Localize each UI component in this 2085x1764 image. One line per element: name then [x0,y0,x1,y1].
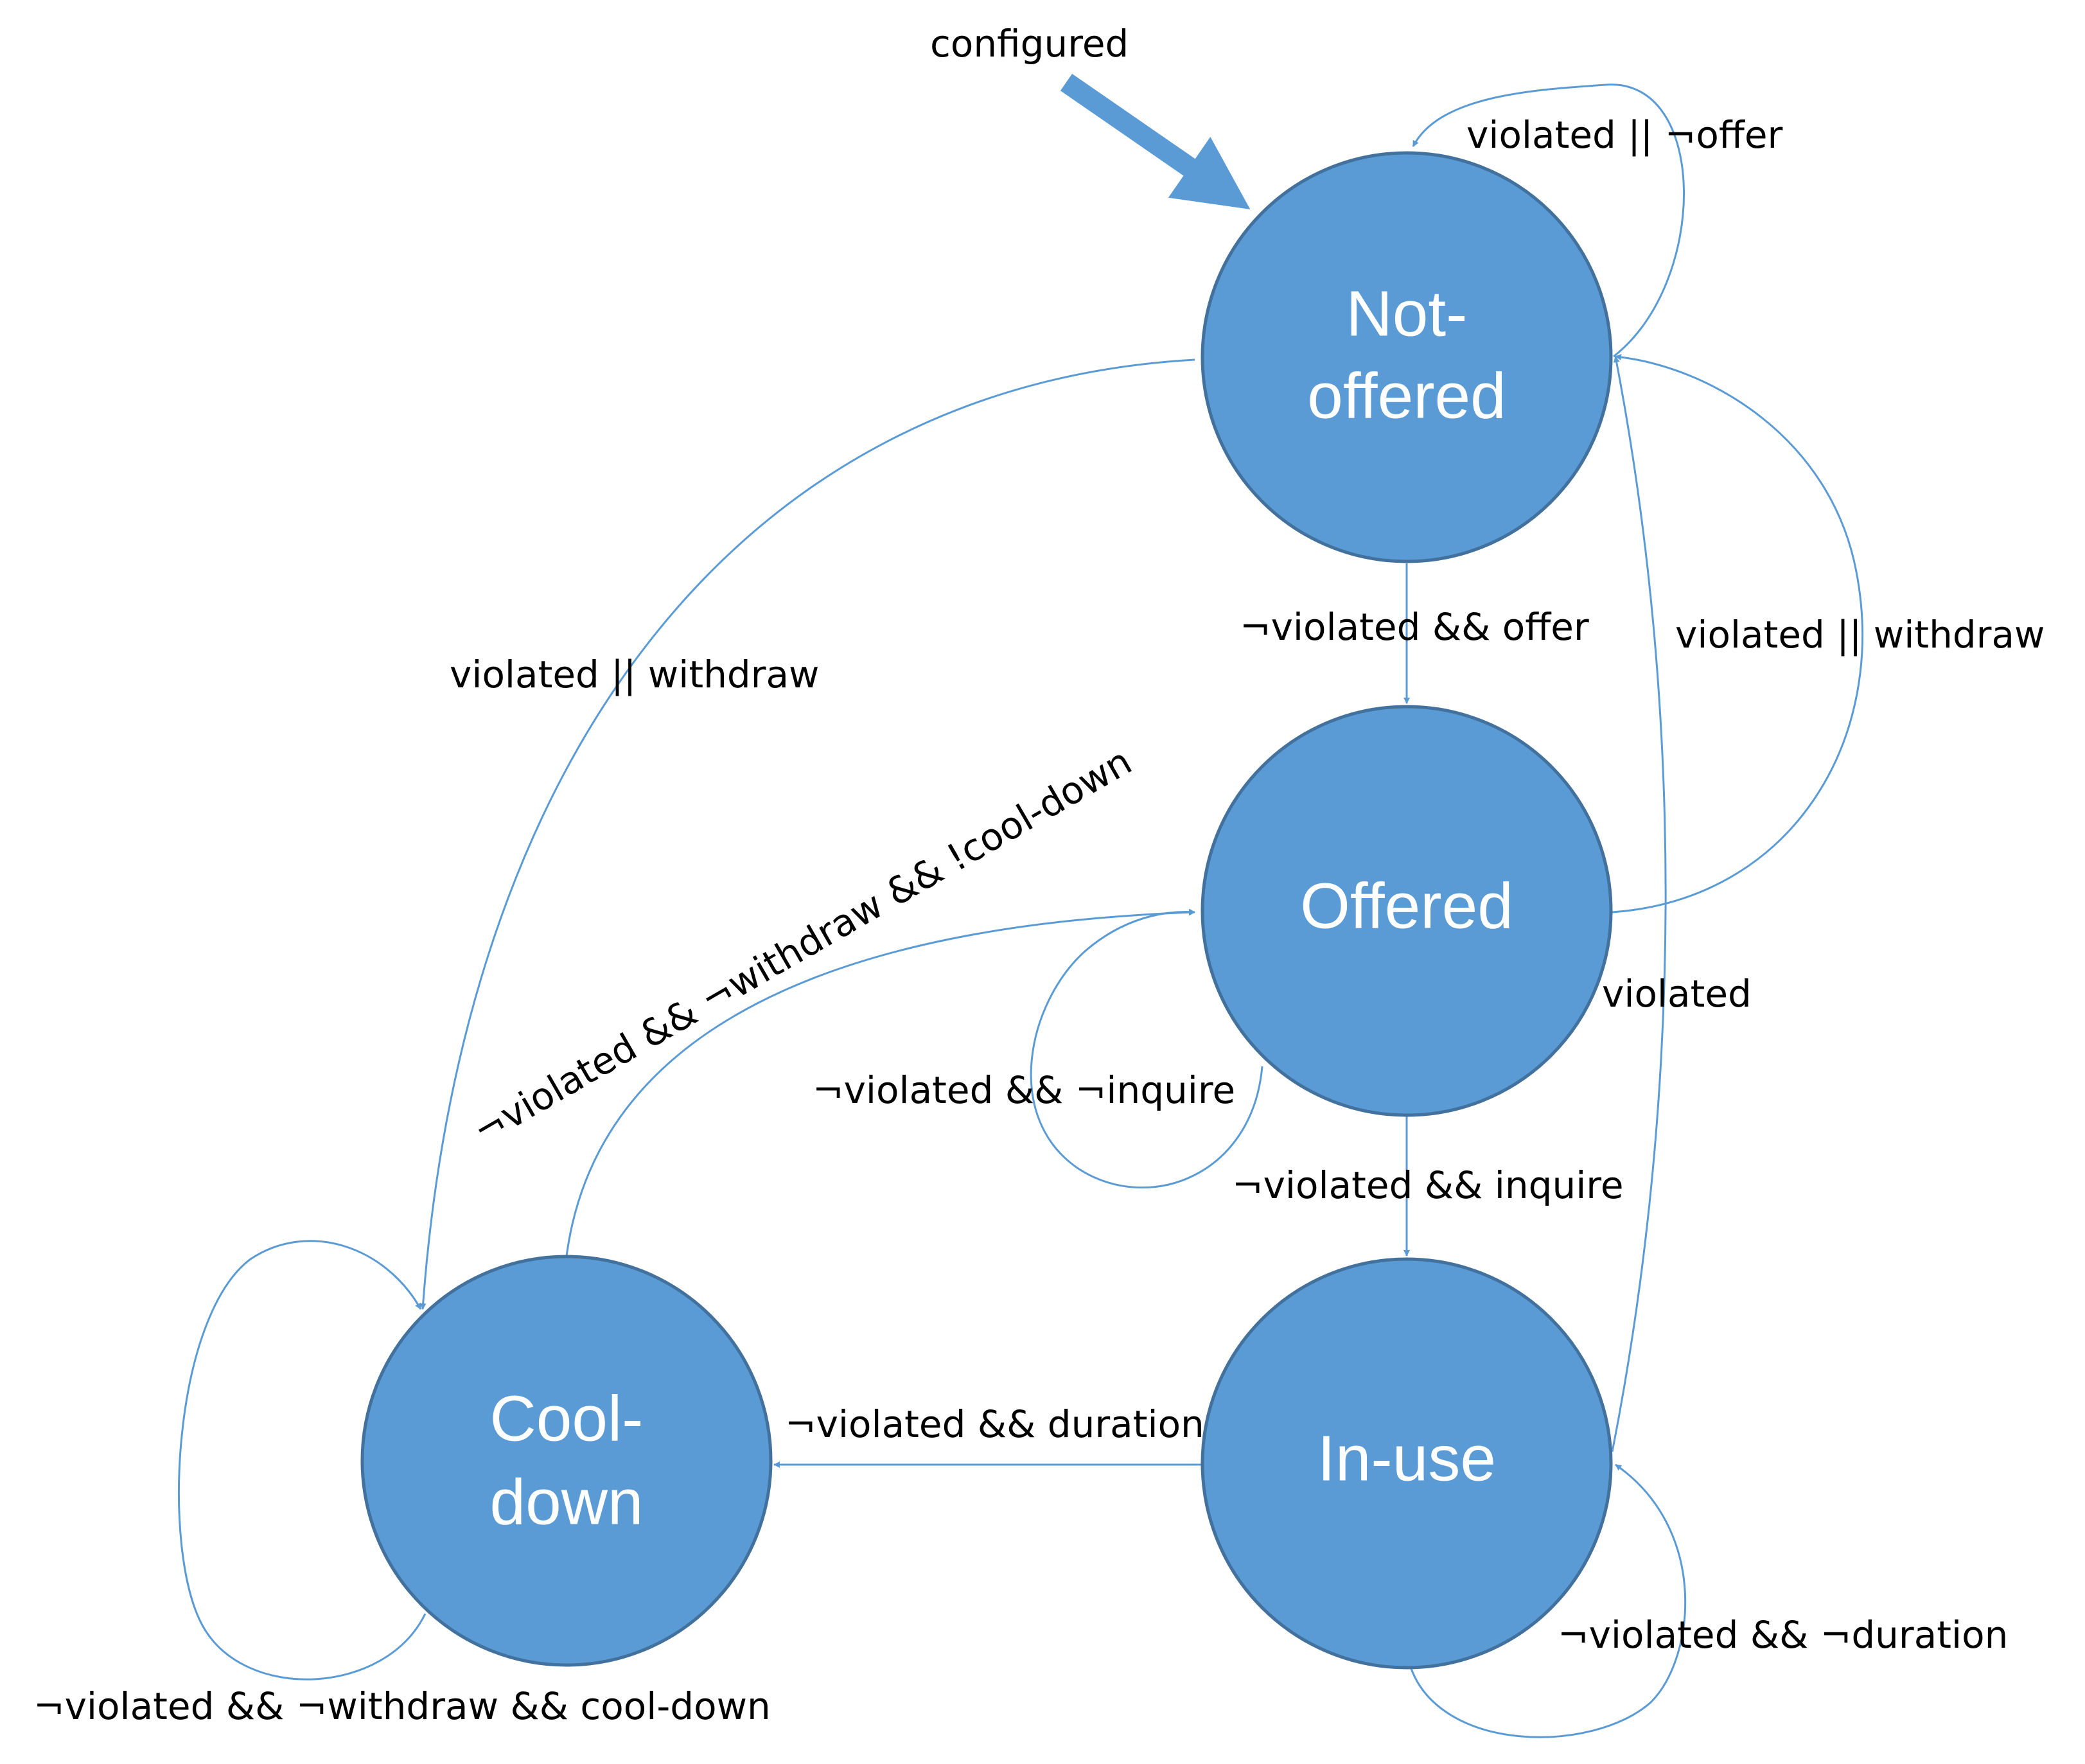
label-in-use-to-cool-down: ¬violated && duration [785,1402,1204,1446]
edge-offered-self [1030,908,1263,1189]
state-in-use-label: In-use [1317,1422,1496,1494]
state-cool-down-label-line1: Cool- [490,1382,644,1454]
state-not-offered[interactable]: Not- offered [1201,151,1613,563]
label-in-use-to-not-offered: violated [1602,972,1752,1016]
state-offered-circle [1201,705,1613,1117]
label-in-use-self: ¬violated && ¬duration [1558,1613,2008,1657]
state-not-offered-circle [1201,151,1613,563]
label-offered-self: ¬violated && ¬inquire [813,1068,1235,1112]
edge-cool-down-self [178,1240,427,1680]
state-cool-down[interactable]: Cool- down [360,1255,773,1667]
state-cool-down-circle [360,1255,773,1667]
state-cool-down-label-line2: down [489,1466,643,1538]
edge-offered-to-not-offered [1612,353,1863,913]
state-in-use-circle [1201,1257,1613,1670]
state-not-offered-label-line1: Not- [1346,278,1468,349]
label-offered-to-in-use: ¬violated && inquire [1232,1163,1624,1207]
state-in-use[interactable]: In-use [1201,1257,1613,1670]
edge-cool-down-to-not-offered [419,358,1195,1310]
state-offered[interactable]: Offered [1201,705,1613,1117]
label-not-offered-to-offered: ¬violated && offer [1240,605,1589,649]
edge-cool-down-to-offered [565,909,1195,1257]
initial-arrow [1060,73,1251,209]
initial-label: configured [930,22,1129,66]
edge-not-offered-self [1412,84,1685,358]
edge-in-use-to-not-offered [1611,356,1667,1452]
state-offered-label: Offered [1300,870,1513,942]
label-cool-down-self: ¬violated && ¬withdraw && cool-down [33,1684,771,1728]
state-not-offered-label-line2: offered [1307,360,1506,432]
edge-in-use-self [1409,1463,1687,1738]
label-cool-down-to-not-offered: violated || withdraw [450,653,819,696]
label-not-offered-self: violated || ¬offer [1466,113,1783,157]
label-offered-to-not-offered: violated || withdraw [1675,613,2045,657]
